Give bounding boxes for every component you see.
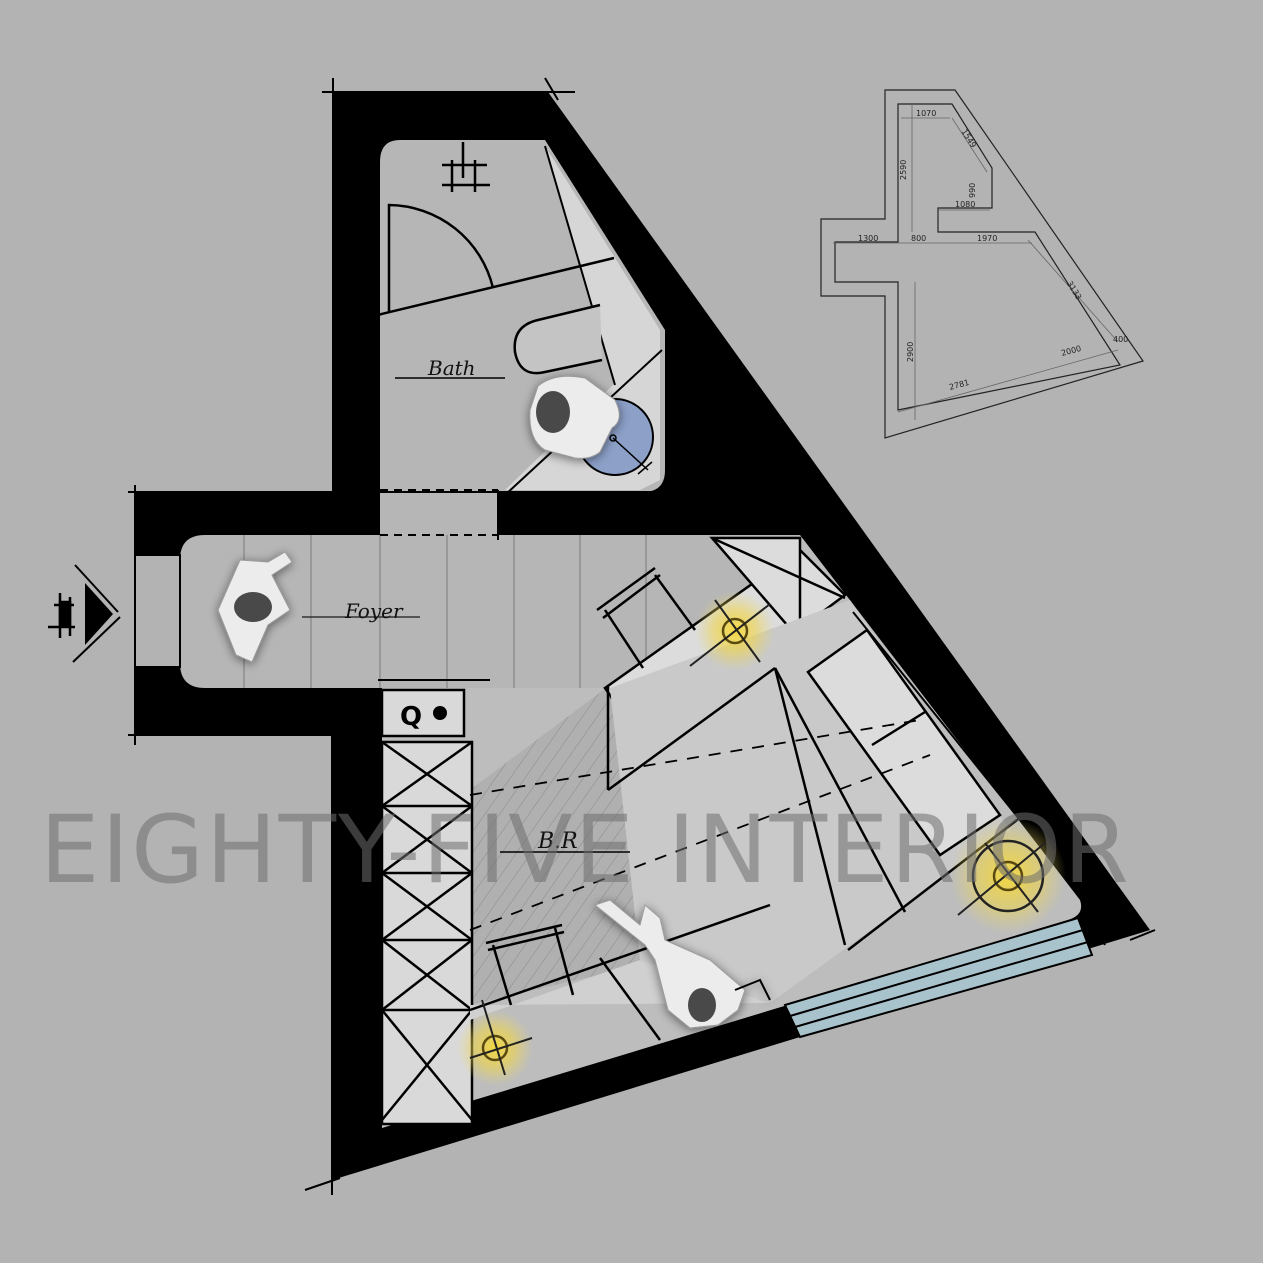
- svg-text:Foyer: Foyer: [344, 599, 404, 623]
- svg-text:990: 990: [968, 183, 977, 198]
- svg-text:B.R: B.R: [537, 829, 578, 854]
- svg-text:3133: 3133: [1065, 279, 1083, 301]
- bedroom-room: Q: [380, 535, 1094, 1128]
- svg-text:2000: 2000: [1060, 344, 1082, 358]
- chair-icon: [596, 566, 697, 669]
- signature-logo-icon: Q: [400, 702, 422, 732]
- watermark: EIGHTY-FIVE INTERIOR: [40, 796, 1131, 905]
- svg-text:2590: 2590: [899, 160, 908, 180]
- svg-text:1300: 1300: [858, 234, 878, 243]
- bedroom-label: B.R: [500, 829, 630, 854]
- svg-text:1070: 1070: [916, 109, 936, 118]
- svg-text:1080: 1080: [955, 200, 975, 209]
- door-swing-icon: [387, 203, 495, 313]
- grid-marker-icon: [48, 593, 75, 638]
- svg-text:400: 400: [1113, 335, 1128, 344]
- ceiling-light-icon: [457, 999, 533, 1086]
- grid-ticks: [128, 77, 1156, 1195]
- foyer-room: Foyer: [48, 489, 800, 688]
- person-topview-icon: [529, 375, 620, 459]
- svg-text:2900: 2900: [906, 342, 915, 362]
- person-topview-icon: [593, 899, 771, 1029]
- svg-text:1549: 1549: [960, 128, 978, 150]
- foyer-label: Foyer: [302, 599, 420, 623]
- svg-text:1970: 1970: [977, 234, 997, 243]
- person-topview-icon: [217, 551, 293, 663]
- toilet-icon: [513, 303, 603, 375]
- svg-text:Bath: Bath: [427, 356, 476, 380]
- key-plan: [820, 89, 1144, 439]
- shower-drain-icon: [442, 142, 490, 192]
- bath-room: Bath: [364, 140, 665, 496]
- ceiling-light-icon: [689, 591, 775, 671]
- svg-text:2781: 2781: [948, 378, 970, 392]
- svg-text:800: 800: [911, 234, 926, 243]
- window: [783, 916, 1094, 1039]
- ceiling-light-icon: [950, 818, 1066, 934]
- entry-arrow-icon: [72, 564, 121, 663]
- chair-icon: [485, 923, 575, 1006]
- bath-label: Bath: [395, 356, 505, 380]
